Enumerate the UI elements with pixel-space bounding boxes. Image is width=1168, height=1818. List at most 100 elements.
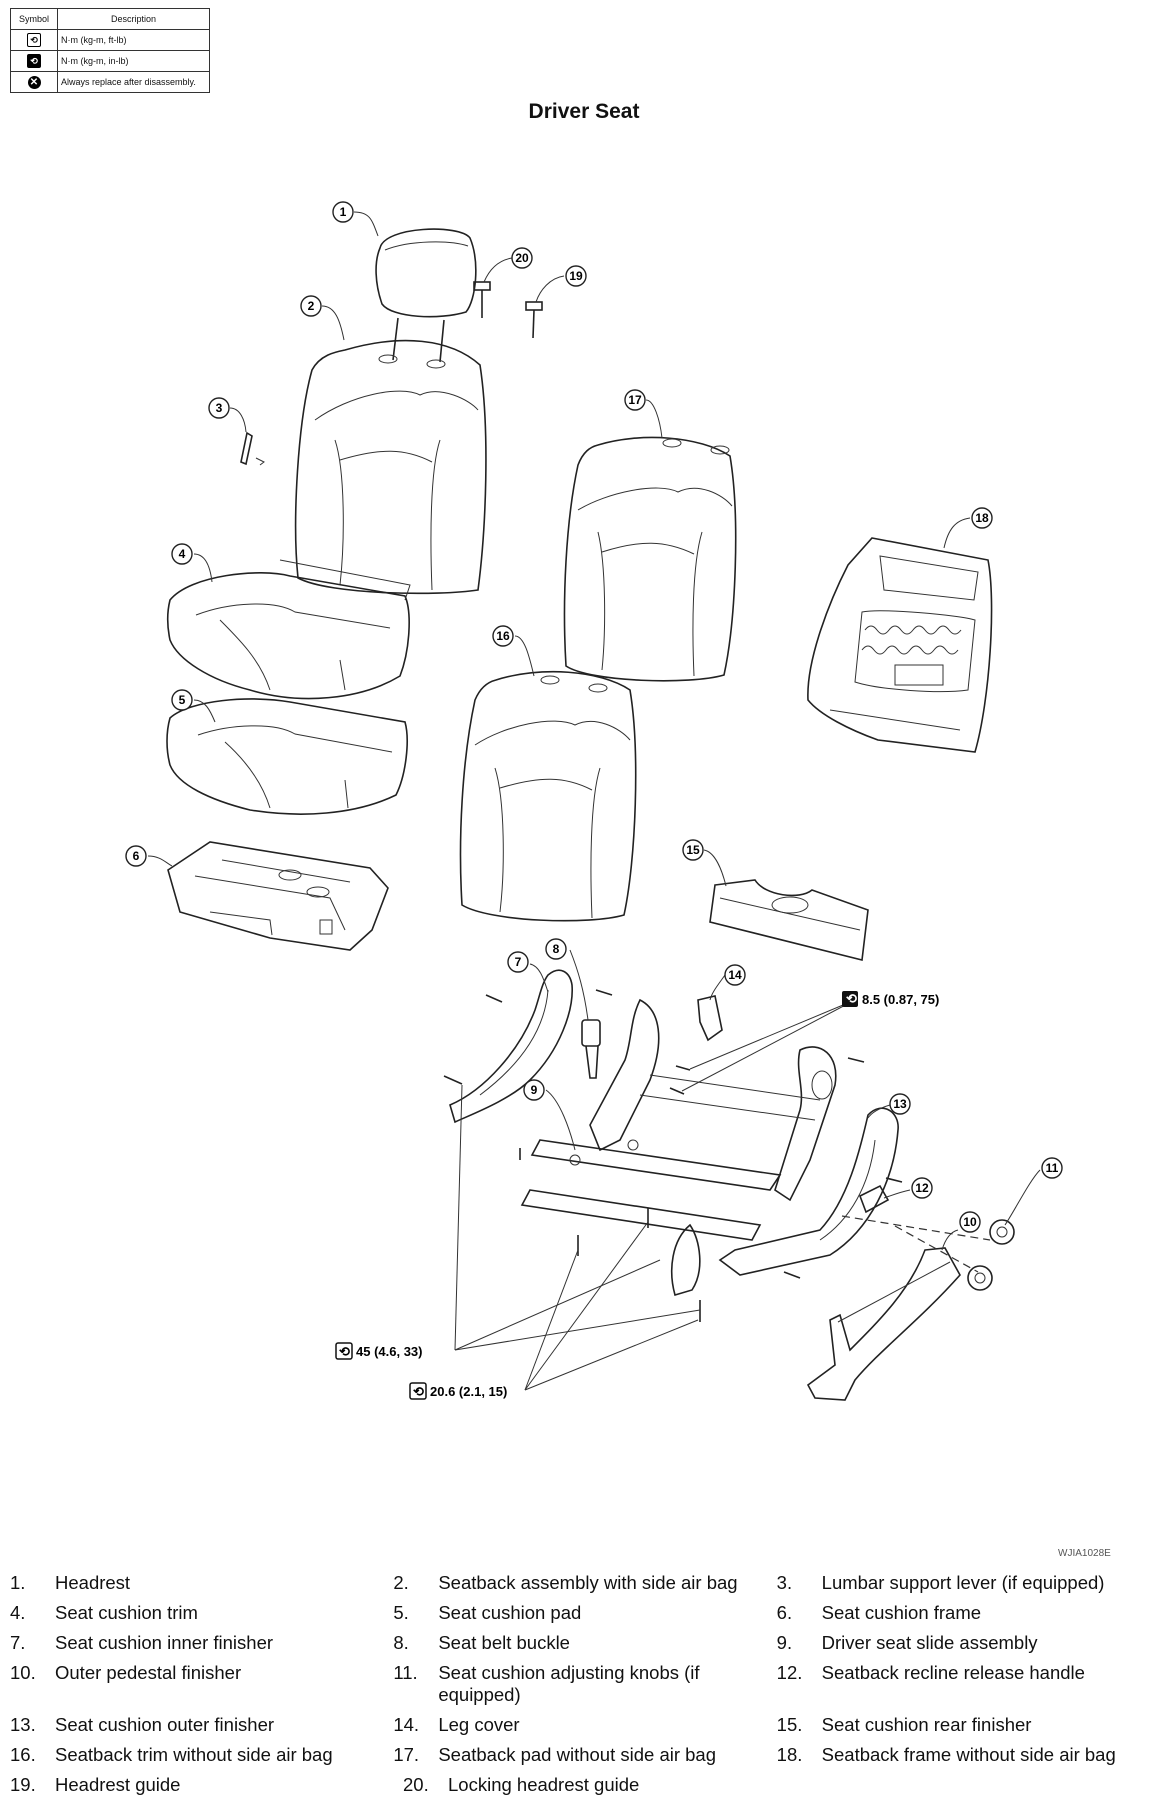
torque-spec-c: ⟲ 20.6 (2.1, 15) bbox=[409, 1382, 507, 1400]
callout-3: 3 bbox=[208, 397, 230, 419]
callout-11: 11 bbox=[1041, 1157, 1063, 1179]
always-replace-icon: ✕ bbox=[27, 75, 41, 89]
callout-16: 16 bbox=[492, 625, 514, 647]
legend-number: 3. bbox=[776, 1572, 793, 1593]
svg-text:⟲: ⟲ bbox=[846, 991, 857, 1006]
legend-number: 18. bbox=[776, 1744, 803, 1765]
seat-cushion-pad-part bbox=[166, 698, 408, 815]
legend-number: 12. bbox=[776, 1662, 803, 1683]
legend-text: Seat cushion inner finisher bbox=[55, 1632, 274, 1653]
symbol-description: N·m (kg-m, ft-lb) bbox=[57, 29, 210, 51]
seat-cushion-frame-part bbox=[167, 841, 389, 951]
callout-1: 1 bbox=[332, 201, 354, 223]
seat-exploded-diagram: 1 2 3 4 5 6 7 8 9 10 11 12 13 14 15 16 1… bbox=[125, 201, 1111, 1559]
seat-cushion-inner-finisher-part bbox=[449, 969, 573, 1124]
legend-item: 9.Driver seat slide assembly bbox=[777, 1632, 1160, 1654]
seatback-assembly-part bbox=[294, 339, 487, 595]
legend-text: Locking headrest guide bbox=[448, 1774, 640, 1795]
legend-item: 8.Seat belt buckle bbox=[393, 1632, 776, 1654]
callout-5: 5 bbox=[171, 689, 193, 711]
callout-12: 12 bbox=[911, 1177, 933, 1199]
torque-wrench-filled-icon: ⟲ bbox=[27, 54, 41, 68]
legend-text: Seat cushion rear finisher bbox=[821, 1714, 1032, 1735]
legend-item: 1. Headrest bbox=[10, 1572, 393, 1594]
legend-text: Seat cushion adjusting knobs (if equippe… bbox=[438, 1662, 700, 1705]
seat-cushion-outer-finisher-part bbox=[718, 1107, 899, 1276]
callout-10: 10 bbox=[959, 1211, 981, 1233]
seat-cushion-adjusting-knobs-part bbox=[967, 1219, 1015, 1291]
legend-item: 6. Seat cushion frame bbox=[777, 1602, 1160, 1624]
svg-text:1: 1 bbox=[340, 205, 347, 219]
legend-item: 13.Seat cushion outer finisher bbox=[10, 1714, 393, 1736]
legend-number: 14. bbox=[393, 1714, 420, 1735]
svg-text:4: 4 bbox=[179, 547, 186, 561]
callout-15: 15 bbox=[682, 839, 704, 861]
svg-text:8: 8 bbox=[553, 942, 560, 956]
leg-cover-part bbox=[697, 995, 723, 1042]
legend-text: Seat cushion frame bbox=[821, 1602, 982, 1623]
callout-19: 19 bbox=[565, 265, 587, 287]
legend-item: 3.Lumbar support lever (if equipped) bbox=[777, 1572, 1160, 1594]
legend-number: 16. bbox=[10, 1744, 36, 1765]
outer-pedestal-finisher-part bbox=[806, 1247, 961, 1401]
legend-text: Seatback trim without side air bag bbox=[55, 1744, 333, 1765]
svg-text:10: 10 bbox=[963, 1215, 977, 1229]
seat-cushion-rear-finisher-part bbox=[709, 879, 869, 961]
legend-item: 11.Seat cushion adjusting knobs (if equi… bbox=[393, 1662, 776, 1706]
svg-text:7: 7 bbox=[515, 955, 522, 969]
legend-text: Headrest bbox=[55, 1572, 131, 1593]
svg-text:12: 12 bbox=[915, 1181, 929, 1195]
legend-item: 20. Locking headrest guide bbox=[403, 1774, 796, 1796]
callout-9: 9 bbox=[523, 1079, 545, 1101]
svg-text:⟲: ⟲ bbox=[413, 1384, 424, 1399]
legend-item: 2.Seatback assembly with side air bag bbox=[393, 1572, 776, 1594]
legend-row: 1. Headrest 2.Seatback assembly with side … bbox=[10, 1572, 1160, 1594]
seat-cushion-trim-part bbox=[166, 559, 411, 700]
legend-item: 16. Seatback trim without side air bag bbox=[10, 1744, 393, 1766]
legend-number: 20. bbox=[403, 1774, 429, 1795]
symbol-description: N·m (kg-m, in-lb) bbox=[57, 50, 210, 72]
legend-text: Outer pedestal finisher bbox=[55, 1662, 242, 1683]
callout-20: 20 bbox=[511, 247, 533, 269]
legend-item: 5.Seat cushion pad bbox=[393, 1602, 776, 1624]
legend-number: 4. bbox=[10, 1602, 26, 1623]
lumbar-support-lever-part bbox=[240, 431, 265, 466]
svg-text:5: 5 bbox=[179, 693, 186, 707]
legend-item: 7. Seat cushion inner finisher bbox=[10, 1632, 393, 1654]
legend-number: 1. bbox=[10, 1572, 26, 1593]
torque-spec-a: ⟲ 8.5 (0.87, 75) bbox=[842, 991, 939, 1007]
svg-text:13: 13 bbox=[893, 1097, 907, 1111]
legend-item: 14.Leg cover bbox=[393, 1714, 776, 1736]
seatback-frame-part bbox=[807, 537, 993, 753]
parts-legend: 1. Headrest 2.Seatback assembly with side … bbox=[10, 1572, 1160, 1804]
svg-text:9: 9 bbox=[531, 1083, 538, 1097]
legend-text: Seat cushion pad bbox=[438, 1602, 582, 1623]
driver-seat-slide-assembly-part bbox=[520, 998, 837, 1296]
svg-text:11: 11 bbox=[1046, 1161, 1059, 1175]
legend-item: 18.Seatback frame without side air bag bbox=[777, 1744, 1160, 1766]
svg-text:14: 14 bbox=[728, 968, 742, 982]
callout-2: 2 bbox=[300, 295, 322, 317]
svg-text:19: 19 bbox=[569, 269, 583, 283]
legend-number: 7. bbox=[10, 1632, 26, 1653]
svg-text:3: 3 bbox=[216, 401, 223, 415]
callout-17: 17 bbox=[624, 389, 646, 411]
leader-lines bbox=[147, 211, 1041, 1391]
seat-belt-buckle-part bbox=[581, 1019, 601, 1079]
callout-7: 7 bbox=[507, 951, 529, 973]
headrest-part bbox=[375, 228, 477, 363]
legend-number: 2. bbox=[393, 1572, 409, 1593]
legend-item: 10.Outer pedestal finisher bbox=[10, 1662, 393, 1706]
fastener-bolts bbox=[443, 989, 903, 1322]
diagram-title: Driver Seat bbox=[528, 100, 640, 123]
legend-number: 6. bbox=[776, 1602, 793, 1623]
legend-number: 13. bbox=[10, 1714, 36, 1735]
legend-number: 8. bbox=[393, 1632, 409, 1653]
description-header: Description bbox=[57, 8, 210, 30]
diagram-code: WJIA1028E bbox=[1058, 1548, 1111, 1559]
symbol-table: Symbol Description ⟲ N·m (kg-m, ft-lb) ⟲… bbox=[10, 8, 210, 93]
svg-text:20: 20 bbox=[515, 251, 529, 265]
